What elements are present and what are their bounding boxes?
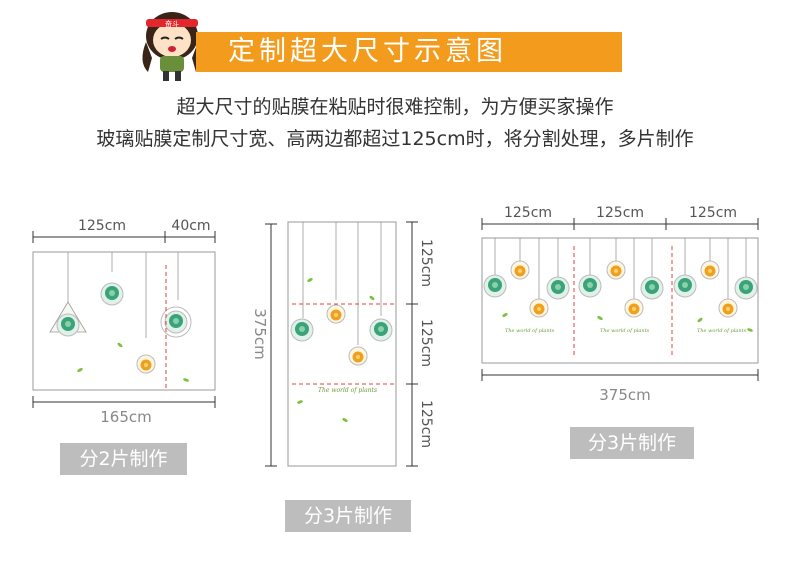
- example2-right-dim-label-2: 125cm: [418, 318, 434, 368]
- example2-split-badge: 分3片制作: [285, 500, 411, 532]
- title-banner: [196, 32, 622, 72]
- example2-right-dim-label-3: 125cm: [418, 399, 434, 449]
- description-line-1: 超大尺寸的贴膜在粘贴时很难控制，为方便买家操作: [176, 96, 614, 118]
- example3-top-dim-label-3: 125cm: [688, 205, 738, 221]
- example3-panel-caption-1: The world of plants: [505, 328, 555, 334]
- example2-side-dimension-line: [265, 223, 277, 467]
- example1-top-dim-label-1: 125cm: [77, 218, 127, 234]
- example3-top-dimension-line: [481, 218, 759, 230]
- example1-top-dim-label-2: 40cm: [171, 218, 211, 234]
- example3-top-dim-label-1: 125cm: [503, 205, 553, 221]
- example3-top-dim-label-2: 125cm: [595, 205, 645, 221]
- example2-panel: [287, 221, 397, 467]
- mascot-girl-illustration: 奋斗: [132, 2, 212, 84]
- example3-panel: [481, 237, 759, 364]
- example3-panel-caption-3: The world of plants: [697, 328, 747, 334]
- example2-right-dimension-line: [406, 221, 418, 467]
- example3-panel-caption-2: The world of plants: [600, 328, 650, 334]
- example1-split-badge: 分2片制作: [60, 443, 187, 475]
- example1-bottom-dimension-line: [32, 396, 216, 408]
- description-line-2: 玻璃贴膜定制尺寸宽、高两边都超过125cm时，将分割处理，多片制作: [96, 128, 694, 150]
- example2-right-dim-label-1: 125cm: [418, 238, 434, 288]
- example1-top-dimension-line: [32, 231, 216, 243]
- mascot-headband-text: 奋斗: [165, 19, 179, 28]
- example1-bottom-dim-label: 165cm: [100, 408, 152, 426]
- example3-bottom-dim-label: 375cm: [599, 386, 651, 404]
- page-title: 定制超大尺寸示意图: [228, 36, 507, 67]
- example3-split-badge: 分3片制作: [570, 427, 694, 459]
- example2-panel-caption: The world of plants: [318, 387, 378, 394]
- example2-side-dim-label: 375cm: [251, 308, 269, 360]
- example3-bottom-dimension-line: [481, 369, 759, 381]
